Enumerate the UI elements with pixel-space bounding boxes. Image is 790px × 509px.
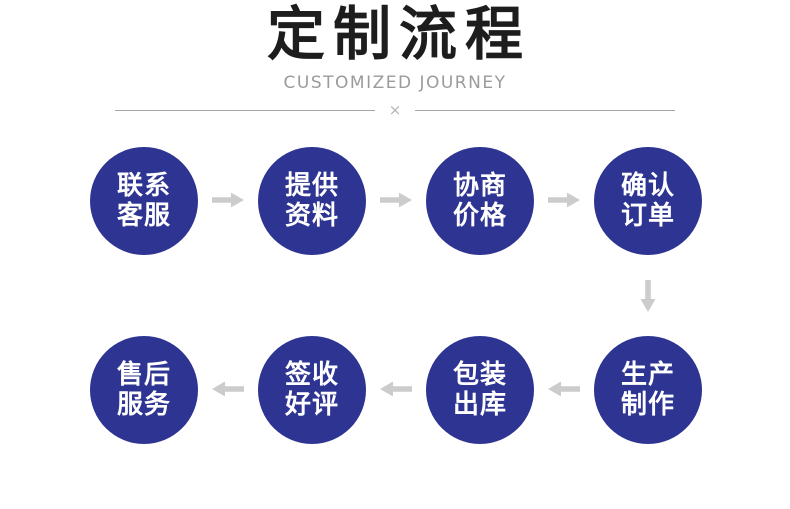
step-label-line2: 价格 [452, 201, 507, 231]
arrow-right-icon [380, 190, 412, 210]
step-label-line1: 联系 [116, 171, 171, 201]
step-circle-after-sales-service: 售后 服务 [90, 336, 198, 444]
step-label-line1: 售后 [116, 360, 171, 390]
step-circle-negotiate-price: 协商 价格 [426, 147, 534, 255]
step-circle-production: 生产 制作 [594, 336, 702, 444]
arrow-left-icon [212, 379, 244, 399]
title-divider: × [115, 100, 676, 119]
step-label-line2: 订单 [620, 201, 675, 231]
step-label-line2: 服务 [116, 390, 171, 420]
step-label-line1: 签收 [284, 360, 339, 390]
step-circle-packaging-shipment: 包装 出库 [426, 336, 534, 444]
divider-line-right [415, 109, 676, 111]
step-label-line1: 确认 [620, 171, 675, 201]
step-label-line1: 包装 [452, 360, 507, 390]
step-circle-confirm-order: 确认 订单 [594, 147, 702, 255]
step-label-line2: 资料 [284, 201, 339, 231]
divider-x-icon: × [388, 100, 402, 119]
arrow-left-icon [380, 379, 412, 399]
step-circle-contact-service: 联系 客服 [90, 147, 198, 255]
page-title: 定制流程 [266, 0, 531, 68]
divider-line-left [115, 109, 375, 111]
arrow-right-icon [212, 190, 244, 210]
step-circle-sign-review: 签收 好评 [258, 336, 366, 444]
arrow-down-icon [638, 280, 658, 312]
step-circle-provide-materials: 提供 资料 [258, 147, 366, 255]
step-label-line1: 生产 [620, 360, 675, 390]
page-subtitle: CUSTOMIZED JOURNEY [283, 73, 507, 93]
step-label-line2: 出库 [452, 390, 507, 420]
arrow-left-icon [548, 379, 580, 399]
step-label-line1: 提供 [284, 171, 339, 201]
step-label-line2: 制作 [620, 390, 675, 420]
arrow-right-icon [548, 190, 580, 210]
step-label-line2: 客服 [116, 201, 171, 231]
step-label-line2: 好评 [284, 390, 339, 420]
step-label-line1: 协商 [452, 171, 507, 201]
